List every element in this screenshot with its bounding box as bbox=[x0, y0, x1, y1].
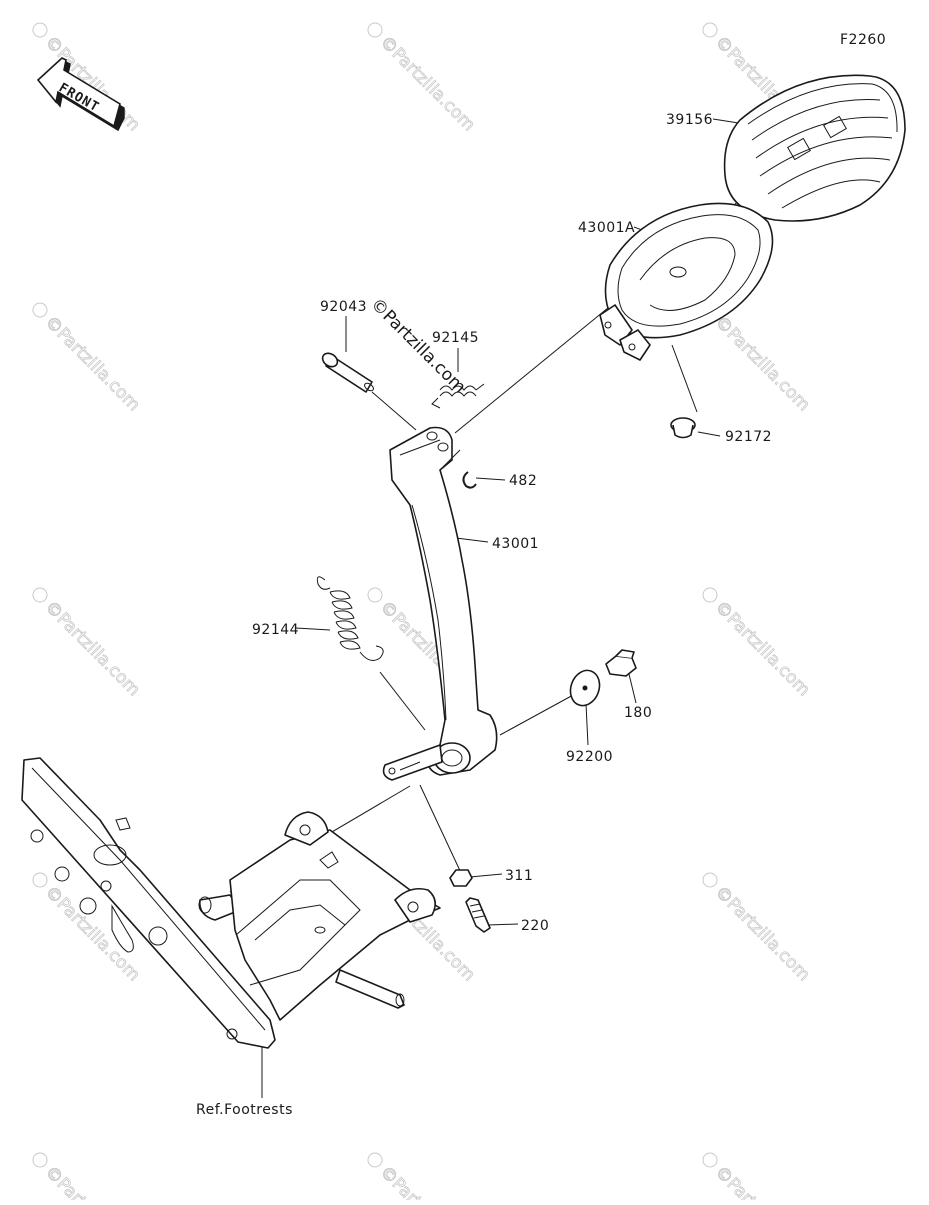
watermark: ©Partzilla.com bbox=[32, 302, 144, 416]
figure-code: F2260 bbox=[840, 32, 886, 48]
watermark: ©Partzilla.com bbox=[702, 587, 814, 701]
svg-text:©Partzilla.com: ©Partzilla.com bbox=[41, 597, 144, 700]
label-220: 220 bbox=[521, 918, 549, 934]
svg-text:©Partzilla.com: ©Partzilla.com bbox=[376, 32, 479, 135]
svg-text:©Partzilla.com: ©Partzilla.com bbox=[41, 312, 144, 415]
label-43001A: 43001A bbox=[578, 220, 635, 236]
watermarks: ©Partzilla.com ©Partzilla.com ©Partzilla… bbox=[32, 22, 814, 1205]
svg-text:©Partzilla.com: ©Partzilla.com bbox=[376, 1162, 479, 1200]
watermark: ©Partzilla.com bbox=[32, 1152, 144, 1205]
part-43001-brake-pedal-lever[interactable] bbox=[382, 426, 498, 781]
label-92043: 92043 bbox=[320, 299, 367, 315]
part-92144-return-spring[interactable] bbox=[316, 576, 384, 661]
part-311-nut[interactable] bbox=[449, 869, 473, 887]
svg-text:©Partzilla.com: ©Partzilla.com bbox=[711, 1162, 814, 1200]
label-482: 482 bbox=[509, 473, 537, 489]
part-39156-pedal-pad[interactable] bbox=[723, 74, 906, 222]
label-311: 311 bbox=[505, 868, 533, 884]
part-220-bolt[interactable] bbox=[465, 897, 491, 933]
part-labels: 39156 43001A 92043 92145 92172 482 43001… bbox=[196, 112, 772, 1118]
part-43001A-pedal-plate[interactable] bbox=[599, 202, 774, 361]
watermark: ©Partzilla.com bbox=[367, 1152, 479, 1205]
label-43001: 43001 bbox=[492, 536, 539, 552]
label-92200: 92200 bbox=[566, 749, 613, 765]
part-92172-bolt[interactable] bbox=[670, 417, 696, 439]
label-92172: 92172 bbox=[725, 429, 772, 445]
svg-text:©Partzilla.com: ©Partzilla.com bbox=[41, 1162, 144, 1200]
label-ref-footrests: Ref.Footrests bbox=[196, 1102, 293, 1118]
label-92144: 92144 bbox=[252, 622, 299, 638]
label-180: 180 bbox=[624, 705, 652, 721]
part-92043-pin[interactable] bbox=[320, 350, 375, 393]
part-482-clip[interactable] bbox=[462, 471, 477, 489]
part-92145-spring[interactable] bbox=[431, 383, 485, 409]
label-92145: 92145 bbox=[432, 330, 479, 346]
watermark: ©Partzilla.com bbox=[32, 587, 144, 701]
part-180-bolt[interactable] bbox=[605, 649, 637, 677]
svg-text:©Partzilla.com: ©Partzilla.com bbox=[711, 882, 814, 985]
watermark: ©Partzilla.com bbox=[702, 872, 814, 986]
svg-text:©Partzilla.com: ©Partzilla.com bbox=[711, 312, 814, 415]
svg-text:©Partzilla.com: ©Partzilla.com bbox=[711, 597, 814, 700]
label-39156: 39156 bbox=[666, 112, 713, 128]
part-92200-washer[interactable] bbox=[566, 666, 605, 709]
watermark: ©Partzilla.com bbox=[367, 22, 479, 136]
watermark: ©Partzilla.com bbox=[702, 1152, 814, 1205]
part-footrest-bracket[interactable] bbox=[21, 757, 441, 1049]
